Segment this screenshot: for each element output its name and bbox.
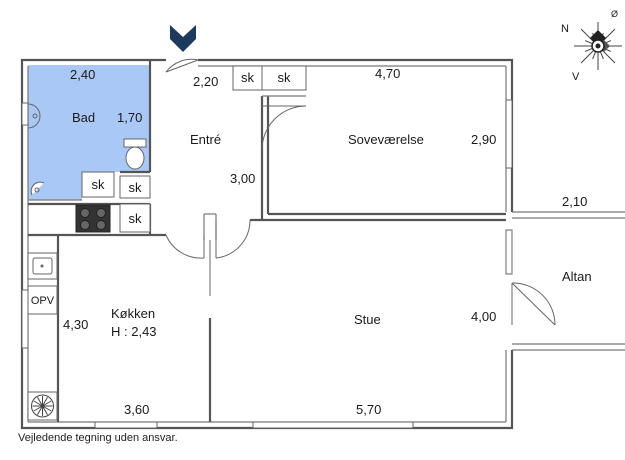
compass-extra-label: Ø	[611, 9, 618, 19]
entre-width: 2,20	[193, 74, 218, 89]
compass-icon: N V Ø	[561, 9, 622, 83]
altan-name: Altan	[562, 269, 592, 284]
bad-name: Bad	[72, 110, 95, 125]
room-labels: 2,40 Bad 1,70 2,20 Entré 3,00 4,70 Sovev…	[63, 66, 592, 417]
compass-north-label: N	[561, 23, 569, 35]
fan-icon	[31, 394, 54, 418]
cupboards: sk sk sk sk sk	[81, 65, 307, 233]
sovevaerelse-depth: 2,90	[471, 132, 496, 147]
entre-name: Entré	[190, 132, 221, 147]
stue-depth: 4,00	[471, 309, 496, 324]
cupboard-label: sk	[92, 177, 106, 192]
bad-depth: 1,70	[117, 110, 142, 125]
kokken-depth: 4,30	[63, 317, 88, 332]
altan-width: 2,10	[562, 194, 587, 209]
cupboard-bath-1	[81, 171, 115, 198]
cupboard-label: sk	[129, 180, 143, 195]
disclaimer-text: Vejledende tegning uden ansvar.	[18, 432, 178, 444]
entrance-arrow-icon	[170, 25, 196, 52]
stue-name: Stue	[354, 312, 381, 327]
stue-width: 5,70	[356, 402, 381, 417]
kokken-name: Køkken	[111, 306, 155, 321]
kokken-height: H : 2,43	[111, 324, 157, 339]
cupboard-entry-1	[232, 65, 263, 91]
opv-label: OPV	[31, 295, 55, 307]
cupboard-kitchen	[119, 203, 151, 233]
balcony	[512, 211, 625, 351]
cupboard-bath-2	[119, 175, 151, 199]
entre-depth: 3,00	[230, 171, 255, 186]
doors	[165, 58, 556, 326]
cupboard-label: sk	[129, 211, 143, 226]
toilet-icon	[123, 138, 147, 148]
compass-south-label: V	[572, 71, 580, 83]
bathroom-fixtures	[27, 103, 147, 196]
bathroom-area	[28, 65, 150, 200]
kokken-width: 3,60	[124, 402, 149, 417]
cupboard-label: sk	[241, 70, 255, 85]
bad-width: 2,40	[70, 67, 95, 82]
cupboard-label: sk	[278, 70, 292, 85]
shower-drain-icon	[30, 181, 45, 196]
opv-box	[27, 285, 58, 315]
sovevaerelse-width: 4,70	[375, 66, 400, 81]
sovevaerelse-name: Soveværelse	[348, 132, 424, 147]
windows	[21, 99, 513, 429]
washbasin-icon	[27, 103, 41, 129]
kitchen-fixtures: OPV	[27, 204, 111, 421]
cupboard-entry-2	[261, 65, 307, 91]
